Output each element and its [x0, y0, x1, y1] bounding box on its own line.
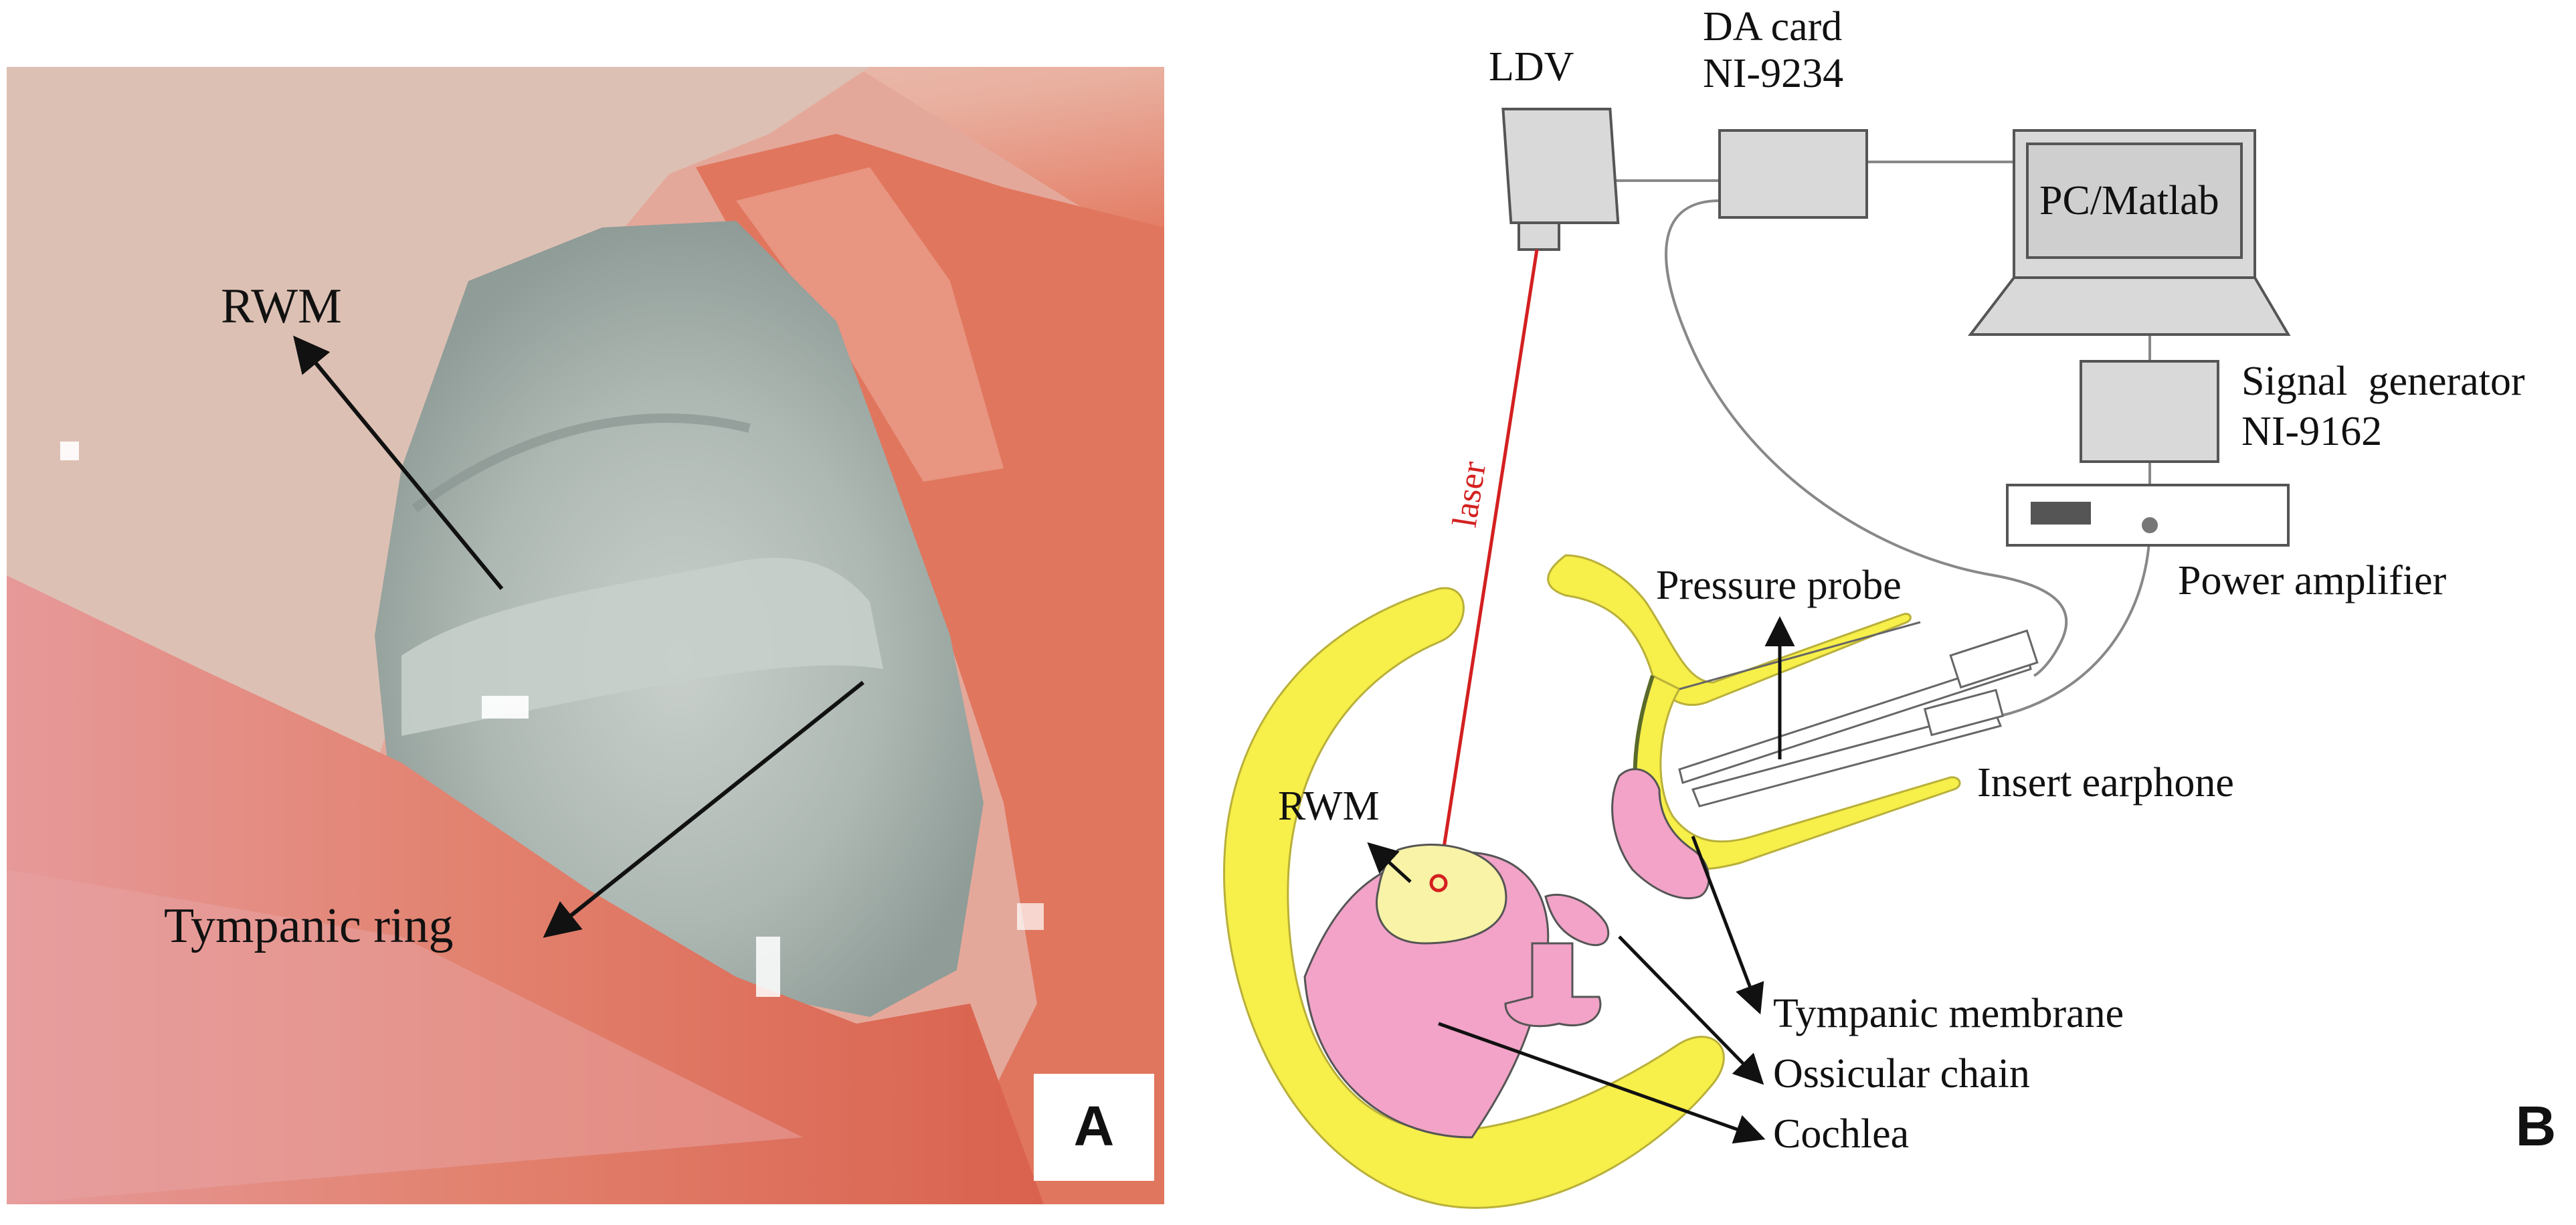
laser-spot — [1429, 874, 1448, 892]
insert-earphone-tube — [1691, 708, 2003, 808]
ossicle-stapes — [1504, 942, 1602, 1028]
rwm-b-arrow — [1367, 842, 1412, 883]
tympanic-membrane-arrow — [1691, 836, 1764, 1015]
ldv-lens — [1517, 221, 1560, 251]
photo-glint — [60, 442, 79, 460]
da-card-device — [1718, 129, 1868, 219]
panel-a-letter-box — [1034, 1074, 1154, 1181]
canal-interior-line — [1679, 621, 1921, 690]
photo-tissue-lower-shade — [7, 870, 803, 1204]
photo-membrane-edge — [411, 413, 751, 512]
pressure-probe-label: Pressure probe — [1656, 563, 1902, 608]
photo-tissue-right — [696, 134, 1164, 1204]
cochlea-label: Cochlea — [1773, 1111, 1909, 1157]
da-card-label-line1: DA card — [1703, 4, 1842, 50]
pressure-probe-body — [1949, 629, 2039, 689]
photo-glint — [756, 937, 780, 997]
ossicle-incus — [1544, 893, 1610, 947]
cochlea-arrow — [1438, 1022, 1766, 1144]
wire-probe — [1665, 199, 2068, 677]
pressure-probe-tube — [1678, 654, 2032, 784]
photo-tissue-upper — [7, 67, 1164, 254]
power-amplifier-knob — [2142, 517, 2158, 533]
rwm-arrow — [293, 335, 504, 590]
round-window — [1376, 844, 1507, 945]
photo-glint — [482, 696, 529, 719]
ossicular-chain-arrow — [1618, 935, 1764, 1085]
signal-generator-device — [2080, 360, 2219, 463]
panel-b: LDV laser DA card NI-9234 PC/Matlab Sign… — [1222, 4, 2557, 1209]
laser-label: laser — [1446, 459, 1494, 530]
tympanic-membrane-label: Tympanic membrane — [1773, 991, 2124, 1036]
signal-generator-label-line1: Signal generator — [2241, 359, 2525, 404]
ldv-device — [1501, 108, 1620, 224]
photo-tissue-right-highlight — [736, 167, 1004, 482]
pc-label: PC/Matlab — [2039, 178, 2219, 223]
panel-a: RWM Tympanic ring A — [7, 67, 1164, 1204]
insert-earphone-label: Insert earphone — [1977, 760, 2234, 806]
photo-glint — [1017, 903, 1044, 930]
panel-a-letter: A — [1074, 1095, 1115, 1157]
wire-amp-earphone — [2000, 525, 2151, 717]
laser-beam — [1437, 249, 1539, 882]
photo-membrane-fold — [401, 557, 883, 736]
ossicular-chain — [1611, 768, 1710, 900]
tympanic-ring-arrow — [543, 680, 864, 938]
ldv-label: LDV — [1489, 44, 1574, 90]
ossicular-chain-label: Ossicular chain — [1773, 1051, 2030, 1097]
panel-b-letter: B — [2516, 1095, 2557, 1157]
pc-screen — [2026, 143, 2243, 259]
cochlea-bone — [1222, 587, 1725, 1209]
tympanic-ring-label: Tympanic ring — [164, 899, 454, 953]
signal-generator-label-line2: NI-9162 — [2241, 409, 2382, 454]
pc-keyboard — [1967, 276, 2291, 336]
rwm-label: RWM — [221, 279, 342, 334]
power-amplifier-display — [2031, 502, 2091, 525]
insert-earphone-body — [1923, 688, 2005, 737]
rwm-b-label: RWM — [1278, 783, 1380, 829]
da-card-label-line2: NI-9234 — [1703, 51, 1843, 96]
ear-canal-bone — [1547, 554, 1912, 706]
power-amplifier-label: Power amplifier — [2178, 558, 2447, 603]
